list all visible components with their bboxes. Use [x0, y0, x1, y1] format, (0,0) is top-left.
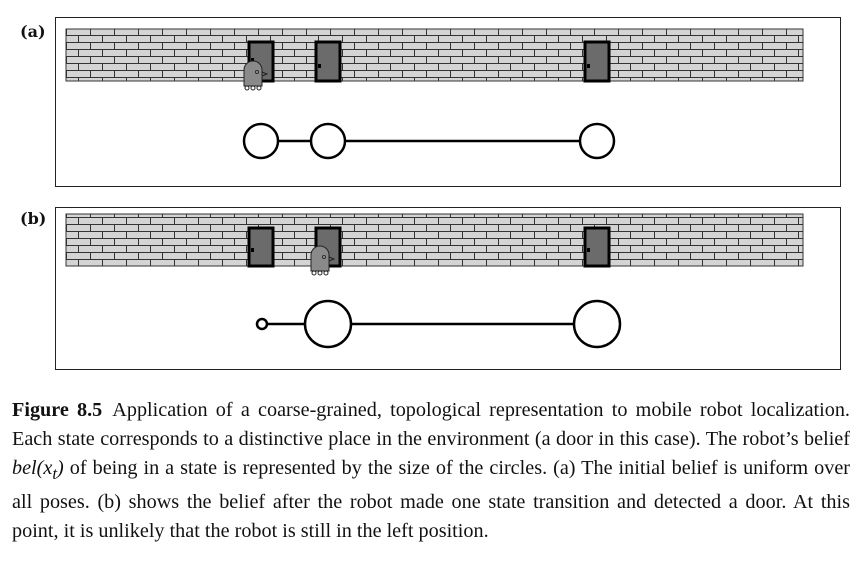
belief-circle-3: [578, 122, 616, 160]
belief-circle-1: [255, 317, 269, 331]
belief-graph: [255, 299, 622, 349]
belief-circle-2: [309, 122, 347, 160]
door-3: [583, 226, 611, 268]
robot-icon: [310, 245, 336, 276]
brick-wall: [65, 213, 804, 267]
robot-icon: [243, 60, 269, 91]
caption-text-1: Application of a coarse-grained, topolog…: [12, 399, 850, 450]
belief-circle-3: [572, 299, 622, 349]
panel-a-label: (a): [20, 22, 46, 41]
door-1: [247, 226, 275, 268]
figure-label: Figure 8.5: [12, 399, 103, 421]
figure-illustration: [65, 28, 804, 349]
door-2: [314, 40, 342, 83]
caption-math: bel(xt): [12, 457, 64, 483]
panel-a-scene: [65, 28, 804, 160]
belief-circle-1: [242, 122, 280, 160]
panel-b-scene: [65, 213, 804, 349]
brick-wall: [65, 28, 804, 82]
panel-a-frame: [55, 17, 841, 187]
math-close: ): [57, 457, 64, 479]
math-subscript: t: [52, 464, 58, 484]
door-3: [583, 40, 611, 83]
panel-b-label: (b): [20, 209, 47, 228]
belief-graph: [242, 122, 616, 160]
belief-circle-2: [303, 299, 353, 349]
caption-text-2: of being in a state is represented by th…: [12, 457, 850, 543]
panel-b-frame: [55, 207, 841, 370]
math-bel: bel(x: [12, 457, 53, 479]
